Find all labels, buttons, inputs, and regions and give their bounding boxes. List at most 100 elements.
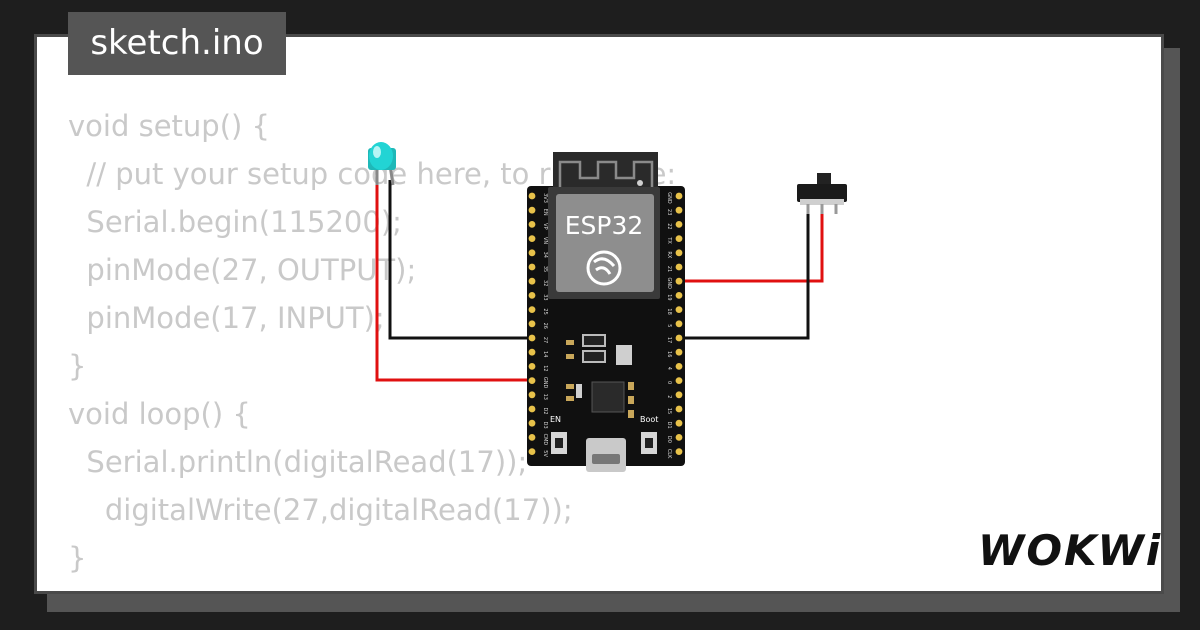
pin-label: 16: [666, 351, 672, 357]
code-line: digitalWrite(27,digitalRead(17));: [68, 493, 573, 527]
code-line: pinMode(27, OUTPUT);: [68, 253, 417, 287]
pin-d2[interactable]: [528, 405, 536, 413]
pin-label: 25: [542, 308, 548, 314]
pin-rx[interactable]: [675, 249, 683, 257]
wire-red-led[interactable]: [375, 180, 532, 382]
code-line: Serial.println(digitalRead(17));: [68, 445, 528, 479]
pin-25[interactable]: [528, 306, 536, 313]
pin-label: D3: [542, 422, 548, 429]
pin-vn[interactable]: [528, 235, 536, 243]
pin-label: 26: [542, 323, 548, 329]
code-line: void loop() {: [68, 397, 251, 431]
en-button-label: EN: [550, 415, 561, 424]
code-line: }: [68, 541, 87, 575]
pin-cmd[interactable]: [528, 434, 536, 441]
wire-black-led[interactable]: [388, 180, 532, 340]
pin-14[interactable]: [528, 348, 536, 356]
code-line: Serial.begin(115200);: [68, 205, 402, 239]
pin-label: 21: [666, 266, 672, 272]
pin-en[interactable]: [528, 206, 536, 214]
pin-label: 33: [542, 294, 548, 300]
pin-4[interactable]: [675, 363, 683, 370]
pin-label: 15: [666, 408, 672, 414]
pin-label: 22: [666, 223, 672, 229]
led[interactable]: [368, 142, 396, 186]
pin-label: 17: [666, 337, 672, 343]
pin-label: VP: [542, 223, 548, 229]
code-line: }: [68, 349, 87, 383]
code-editor[interactable]: void setup() { // put your setup code he…: [68, 102, 676, 582]
espressif-logo-icon: [586, 250, 622, 286]
pin-2[interactable]: [675, 391, 683, 399]
code-line: pinMode(17, INPUT);: [68, 301, 385, 335]
pin-label: 35: [542, 266, 548, 272]
pin-d3[interactable]: [528, 419, 536, 427]
pin-32[interactable]: [528, 277, 536, 285]
pin-19[interactable]: [675, 292, 683, 299]
pin-label: 13: [542, 394, 548, 400]
pin-0[interactable]: [675, 377, 683, 384]
pin-18[interactable]: [675, 306, 683, 313]
pin-gnd[interactable]: [675, 192, 683, 200]
pin-label: 12: [542, 365, 548, 371]
pin-label: D2: [542, 407, 548, 414]
pin-21[interactable]: [675, 263, 683, 271]
pin-5v[interactable]: [528, 448, 536, 455]
pin-d0[interactable]: [675, 434, 683, 441]
pin-27[interactable]: [528, 334, 536, 342]
pin-label: CMD: [542, 434, 548, 446]
pin-label: 5: [666, 324, 672, 327]
pin-label: 5V: [542, 450, 548, 457]
pin-label: 27: [542, 337, 548, 343]
pin-12[interactable]: [528, 363, 536, 370]
pin-label: CLK: [666, 449, 672, 459]
pin-gnd[interactable]: [528, 377, 536, 384]
pin-clk[interactable]: [675, 448, 683, 455]
pin-tx[interactable]: [675, 235, 683, 243]
pin-label: 19: [666, 294, 672, 300]
pin-label: 18: [666, 308, 672, 314]
pin-label: 2: [666, 395, 672, 398]
boot-button-label: Boot: [640, 415, 658, 424]
file-tab[interactable]: sketch.ino: [68, 12, 286, 75]
pin-26[interactable]: [528, 320, 536, 328]
wokwi-logo: WOKWi: [978, 526, 1163, 575]
pin-15[interactable]: [675, 405, 683, 413]
pin-label: RX: [666, 251, 672, 258]
pin-17[interactable]: [675, 334, 683, 342]
pin-label: GND: [666, 277, 672, 289]
pin-label: GND: [666, 192, 672, 204]
pin-label: 14: [542, 351, 548, 357]
pin-label: 23: [666, 209, 672, 215]
pin-16[interactable]: [675, 348, 683, 356]
pin-headers: [528, 192, 683, 455]
pin-label: TX: [666, 236, 672, 244]
slide-switch[interactable]: [797, 173, 847, 214]
pin-label: 34: [542, 252, 548, 258]
pin-22[interactable]: [675, 221, 683, 228]
pin-13[interactable]: [528, 391, 536, 399]
pin-label: D0: [666, 436, 672, 443]
pin-gnd[interactable]: [675, 277, 683, 285]
pin-34[interactable]: [528, 249, 536, 257]
wire-red-switch[interactable]: [678, 212, 824, 283]
pin-d1[interactable]: [675, 419, 683, 427]
pin-label: D1: [666, 422, 672, 429]
pin-label: 32: [542, 280, 548, 286]
pin-33[interactable]: [528, 292, 536, 299]
pin-label: EN: [542, 209, 548, 216]
pin-vp[interactable]: [528, 221, 536, 228]
pin-label: VN: [542, 237, 548, 244]
pin-label: 0: [666, 381, 672, 384]
pin-label: 4: [666, 367, 672, 370]
code-line: void setup() {: [68, 109, 270, 143]
pin-35[interactable]: [528, 263, 536, 271]
pin-23[interactable]: [675, 206, 683, 214]
board-label: ESP32: [565, 211, 644, 240]
pin-label: GND: [542, 377, 548, 389]
wire-black-switch[interactable]: [678, 212, 810, 340]
pin-5[interactable]: [675, 320, 683, 328]
pin-3v3[interactable]: [528, 192, 536, 200]
